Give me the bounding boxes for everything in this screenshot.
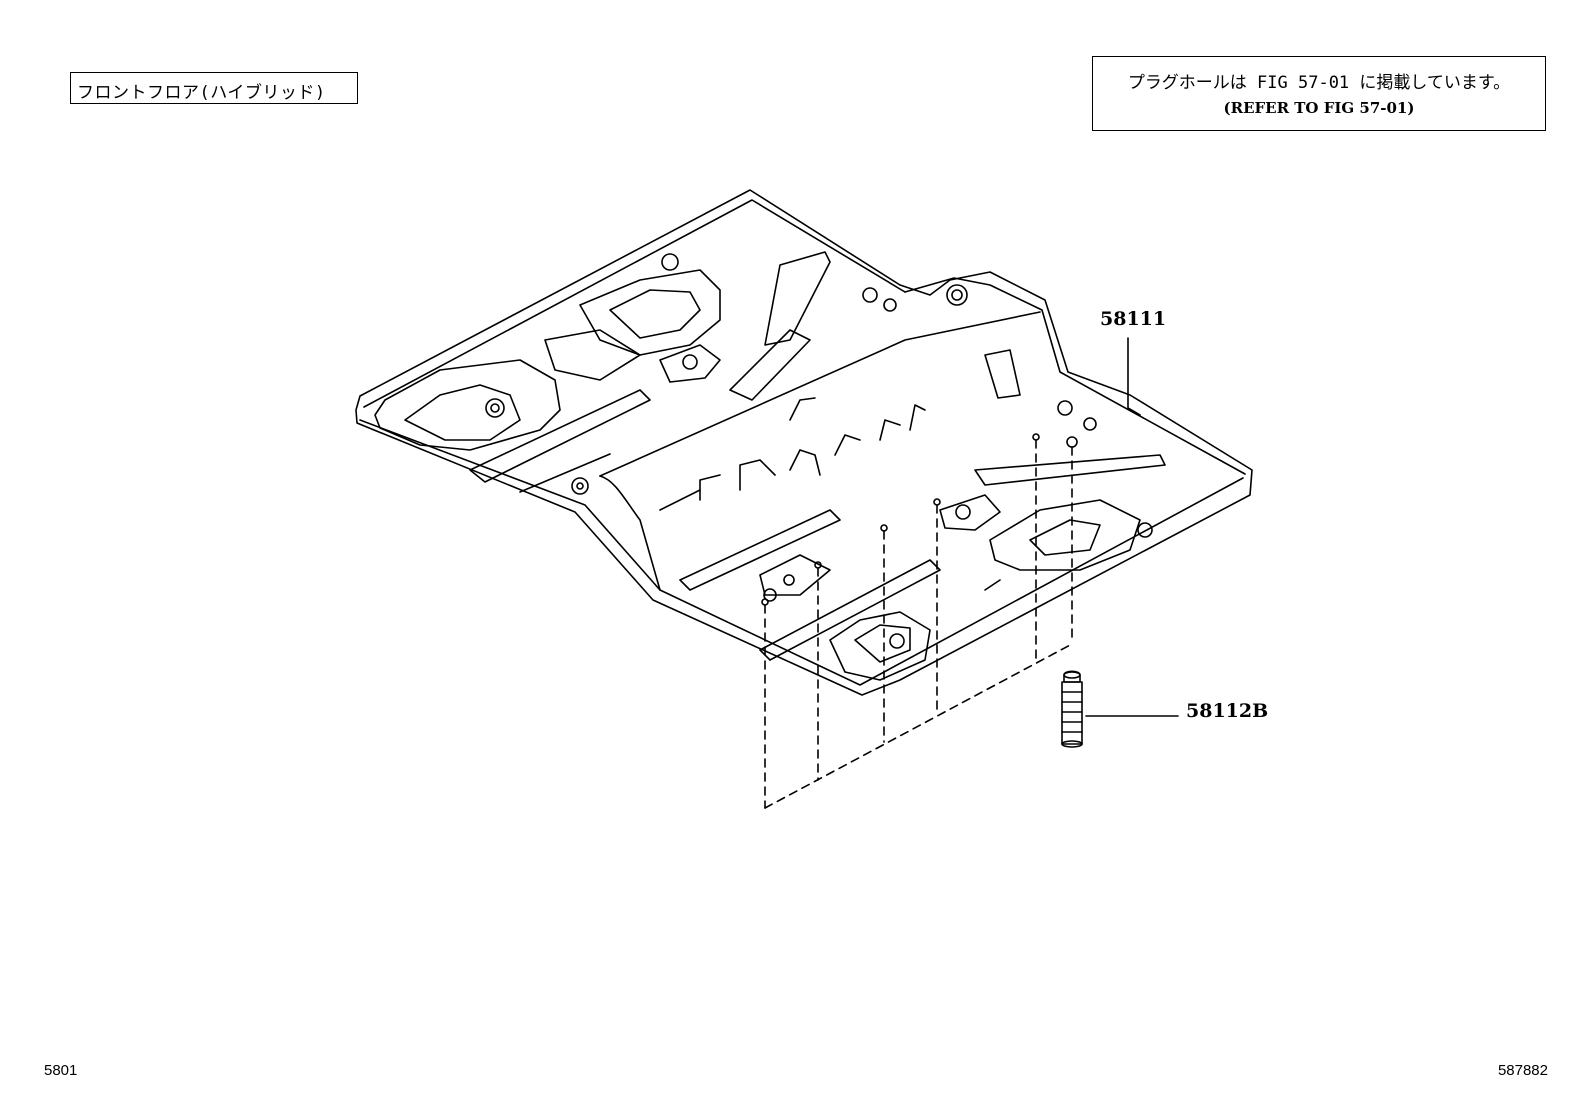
part-number-58111: 58111	[1100, 308, 1167, 330]
figure-title-box: フロントフロア(ハイブリッド)	[70, 72, 358, 104]
right-floor-panel	[939, 400, 1166, 571]
figure-number: 5801	[44, 1062, 78, 1079]
part-number-58112b: 58112B	[1186, 700, 1269, 722]
leader-line-58111	[1127, 337, 1141, 416]
center-tunnel	[659, 284, 1021, 511]
left-floor-panel	[374, 359, 651, 495]
reference-note-japanese: プラグホールは FIG 57-01 に掲載しています。	[1127, 73, 1511, 93]
illustration-number: 587882	[1497, 1062, 1548, 1079]
reference-note-english: (REFER TO FIG 57-01)	[1223, 99, 1415, 117]
reference-note-box: プラグホールは FIG 57-01 に掲載しています。 (REFER TO FI…	[1092, 56, 1546, 131]
plug-part-icon	[1061, 670, 1083, 748]
floor-pan-outline	[355, 189, 1253, 696]
figure-title: フロントフロア(ハイブリッド)	[77, 83, 326, 103]
front-floor-panel	[679, 509, 1001, 681]
installation-dashed-lines	[764, 439, 1073, 809]
rear-left-panel	[544, 251, 897, 401]
